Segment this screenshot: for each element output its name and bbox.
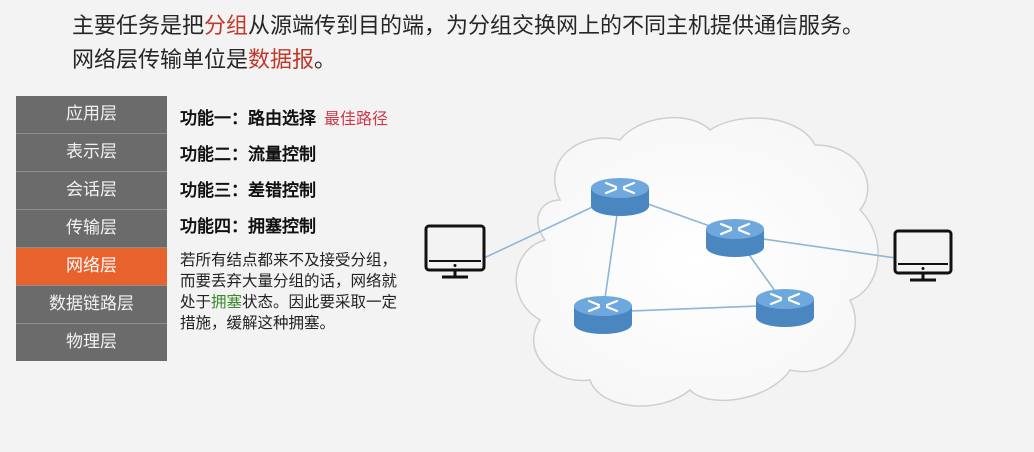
router-icon [591,178,649,216]
router-icon [574,296,632,334]
intro-line-2: 网络层传输单位是数据报。 [72,44,1022,78]
layer-presentation: 表示层 [16,134,167,172]
function-label: 功能一：路由选择 [180,109,316,129]
link-router-c-router-d [602,304,786,313]
intro-line-1-pre: 主要任务是把 [72,14,205,39]
cloud-shape [515,117,879,407]
function-item: 功能四：拥塞控制 [180,212,388,248]
intro-keyword-datagram: 数据报 [248,48,315,73]
description-part-1: 若所有结点都来不及接受分组，而要丢弃大量分组的话，网络就处于 [180,251,398,311]
intro-line-2-pre: 网络层传输单位是 [72,48,249,73]
layer-session: 会话层 [16,172,167,210]
layer-network: 网络层 [16,248,167,286]
intro-text: 主要任务是把分组从源端传到目的端，为分组交换网上的不同主机提供通信服务。 网络层… [72,10,1022,78]
function-item: 功能二：流量控制 [180,140,388,176]
osi-layer-stack: 应用层 表示层 会话层 传输层 网络层 数据链路层 物理层 [16,96,167,361]
intro-line-1: 主要任务是把分组从源端传到目的端，为分组交换网上的不同主机提供通信服务。 [72,10,1022,44]
monitor-icon [893,229,953,282]
function-label: 功能四：拥塞控制 [180,217,316,237]
function-item: 功能一：路由选择最佳路径 [180,104,388,140]
layer-physical: 物理层 [66,332,117,352]
function-label: 功能二：流量控制 [180,145,316,165]
congestion-description: 若所有结点都来不及接受分组，而要丢弃大量分组的话，网络就处于拥塞状态。因此要采取… [180,250,412,334]
description-keyword-congestion: 拥塞 [211,293,243,311]
function-item: 功能三：差错控制 [180,176,388,212]
layer-application: 应用层 [16,96,167,134]
layer-transport: 传输层 [16,210,167,248]
monitor-icon [424,224,486,279]
function-note: 最佳路径 [324,109,389,128]
function-list: 功能一：路由选择最佳路径 功能二：流量控制 功能三：差错控制 功能四：拥塞控制 [180,104,388,248]
router-icon [706,219,764,257]
intro-line-2-post: 。 [314,48,337,73]
description-part-2: 状态。因此要采取一定措施，缓解这种拥塞。 [180,293,398,332]
function-label: 功能三：差错控制 [180,181,316,201]
layer-data-link: 数据链路层 [16,286,167,324]
intro-keyword-packet: 分组 [204,14,249,39]
router-icon [756,289,814,327]
intro-line-1-post: 从源端传到目的端，为分组交换网上的不同主机提供通信服务。 [248,14,865,39]
